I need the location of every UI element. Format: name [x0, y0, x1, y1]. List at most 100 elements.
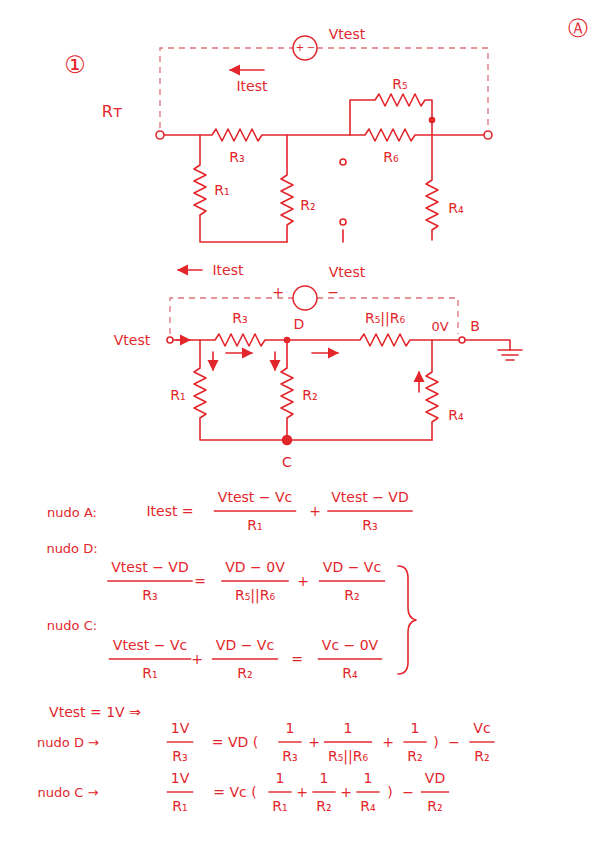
equation-term: )	[432, 735, 439, 749]
component-label: R₆	[382, 150, 399, 164]
equation-term: R₁	[246, 518, 263, 532]
node-letter: B	[469, 319, 481, 333]
ground-symbol	[498, 350, 522, 360]
equation-term: R₂	[315, 799, 332, 813]
equation-term: 1	[363, 771, 374, 785]
equation-term: =	[290, 652, 304, 666]
equation-term: = Vc (	[212, 785, 257, 799]
fraction-bar	[109, 658, 191, 659]
wire	[160, 129, 488, 141]
fraction-bar	[214, 510, 296, 511]
equation-term: VD − Vc	[322, 560, 382, 574]
page-letter: Ⓐ	[567, 18, 589, 38]
equation-term: 1	[410, 721, 421, 735]
equation-term: R₂	[473, 749, 490, 763]
terminal	[459, 337, 465, 343]
resistor-symbol	[426, 340, 438, 440]
current-arrow	[178, 269, 202, 271]
fraction-bar	[312, 791, 335, 792]
current-arrow	[230, 69, 264, 71]
node-letter: C	[281, 455, 293, 469]
wire	[170, 334, 459, 346]
current-arrow	[312, 352, 338, 354]
equation-term: Vtest − Vc	[217, 490, 293, 504]
equation-term: 1V	[170, 721, 190, 735]
junction-dot	[285, 338, 290, 343]
figure-number: ①	[63, 53, 87, 77]
equation-term: +	[295, 785, 309, 799]
fraction-bar	[107, 580, 192, 581]
node-heading: nudo D →	[36, 736, 100, 749]
source-symbol	[293, 36, 317, 60]
fraction-bar	[469, 741, 494, 742]
component-label: R₂	[299, 198, 316, 212]
component-label: R₁	[213, 183, 230, 197]
component-label: R₃	[228, 150, 245, 164]
component-label: R₁	[169, 388, 186, 402]
fraction-bar	[167, 741, 193, 742]
fraction-bar	[268, 791, 291, 792]
component-label: R₅	[391, 77, 408, 91]
terminal	[156, 131, 164, 139]
polarity-sign: −	[306, 43, 316, 53]
current-arrow	[176, 339, 190, 341]
fraction-bar	[324, 741, 372, 742]
equation-term: VD	[424, 771, 446, 785]
equation-term: +	[381, 735, 395, 749]
equation-term: )	[386, 785, 393, 799]
terminal	[484, 131, 492, 139]
node-heading: nudo C →	[37, 786, 100, 799]
node-letter: D	[293, 317, 306, 331]
fraction-bar	[212, 658, 278, 659]
resistor-symbol	[426, 135, 438, 240]
equation-term: R₂	[343, 588, 360, 602]
equation-term: R₄	[359, 799, 376, 813]
equation-term: R₃	[171, 749, 188, 763]
equation-term: = VD (	[211, 735, 259, 749]
component-label: R₂	[301, 388, 318, 402]
node-heading: nudo A:	[46, 506, 98, 519]
equation-term: VD − 0V	[224, 560, 285, 574]
open-terminal	[340, 159, 346, 165]
equation-term: R₃	[281, 749, 298, 763]
current-label: Itest	[235, 79, 268, 93]
equation-term: +	[190, 652, 204, 666]
source-label: Vtest	[328, 265, 366, 279]
equation-term: −	[447, 735, 461, 749]
terminal	[167, 337, 173, 343]
component-label: R₅||R₆	[364, 311, 406, 325]
fraction-bar	[356, 791, 379, 792]
polarity-sign: −	[326, 285, 340, 299]
fraction-bar	[221, 580, 288, 581]
equation-term: R₂	[426, 799, 443, 813]
fraction-bar	[318, 658, 382, 659]
junction-dot	[430, 118, 435, 123]
equation-term: +	[296, 574, 310, 588]
current-arrow	[226, 352, 252, 354]
fraction-bar	[327, 510, 412, 511]
fraction-bar	[403, 741, 426, 742]
equation-term: Vtest − VD	[110, 560, 189, 574]
wire	[465, 340, 510, 350]
equation-term: R₁	[141, 666, 158, 680]
current-arrow	[418, 372, 420, 392]
equation-term: Vtest − VD	[330, 490, 409, 504]
polarity-sign: +	[271, 285, 285, 299]
equation-term: 1V	[170, 771, 190, 785]
equation-term: 1	[343, 721, 354, 735]
equation-term: R₃	[141, 588, 158, 602]
open-terminal	[340, 219, 346, 225]
node-heading: nudo D:	[45, 542, 98, 555]
node-heading: nudo C:	[46, 619, 98, 632]
resistor-symbol	[194, 340, 432, 440]
component-label: R₄	[447, 408, 464, 422]
equation-term: 1	[275, 771, 286, 785]
polarity-sign: +	[295, 43, 305, 53]
fraction-bar	[167, 791, 193, 792]
equation-term: VD − Vc	[215, 638, 275, 652]
voltage-label: 0V	[430, 320, 449, 333]
equation-term: −	[401, 785, 415, 799]
junction-dot	[283, 436, 292, 445]
